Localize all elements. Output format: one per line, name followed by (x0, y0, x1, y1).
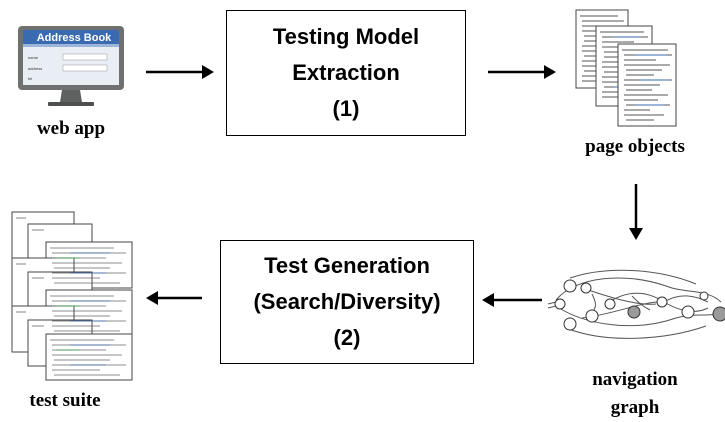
address-book-title: Address Book (37, 32, 112, 44)
box1-line3: (1) (332, 96, 360, 121)
box2-line2: (Search/Diversity) (253, 289, 441, 314)
form-field-label-tel: tel (28, 76, 32, 81)
box1-line1: Testing Model (272, 24, 420, 49)
navigation-graph-caption-line1: navigation (592, 369, 678, 390)
web-app-icon: Address Book name address tel (18, 26, 124, 106)
page-objects-caption: page objects (585, 136, 685, 157)
navigation-graph-caption: navigation graph (560, 366, 710, 422)
form-field-label-address: address (28, 66, 42, 71)
page-objects-icon (575, 9, 677, 127)
arrow-generation-to-test-suite (146, 291, 202, 305)
test-suite-caption: test suite (29, 390, 101, 411)
test-generation-box: Test Generation (Search/Diversity) (2) (220, 240, 474, 364)
box2-line1: Test Generation (264, 253, 430, 278)
arrow-extraction-to-page-objects (488, 65, 556, 79)
testing-model-extraction-box: Testing Model Extraction (1) (226, 10, 466, 136)
test-suite-icon (11, 211, 133, 381)
arrow-graph-to-generation (482, 293, 542, 307)
navigation-graph-caption-line2: graph (610, 397, 660, 418)
form-field-label-name: name (28, 55, 39, 60)
web-app-caption: web app (36, 118, 106, 139)
navigation-graph-icon (547, 269, 725, 339)
box1-line2: Extraction (292, 60, 400, 85)
arrow-page-objects-to-graph (629, 184, 643, 240)
arrow-webapp-to-extraction (146, 65, 214, 79)
box2-line3: (2) (333, 325, 361, 350)
